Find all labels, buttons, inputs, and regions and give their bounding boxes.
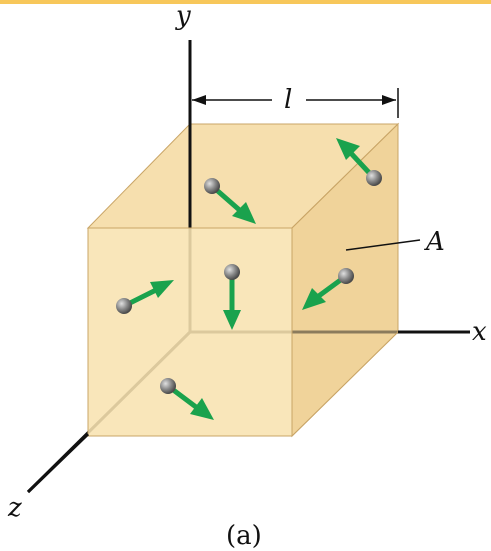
dimension-arrow-right xyxy=(382,95,396,105)
molecule-left xyxy=(116,280,174,314)
face-label: A xyxy=(424,227,445,257)
dimension-label: l xyxy=(284,85,292,115)
molecule-center xyxy=(223,264,241,330)
molecule-top-face-1 xyxy=(204,178,256,224)
x-axis-label: x xyxy=(472,317,487,347)
face-label-leader xyxy=(345,239,421,251)
top-band xyxy=(0,0,491,4)
molecule-top-right xyxy=(336,138,382,186)
dimension-arrow-left xyxy=(192,95,206,105)
figure-caption: (a) xyxy=(226,521,262,551)
z-axis-label: z xyxy=(7,493,22,523)
molecule-bottom xyxy=(160,378,214,420)
molecule-right-face xyxy=(302,268,354,310)
y-axis-label: y xyxy=(175,1,191,31)
z-axis-front xyxy=(26,432,90,494)
